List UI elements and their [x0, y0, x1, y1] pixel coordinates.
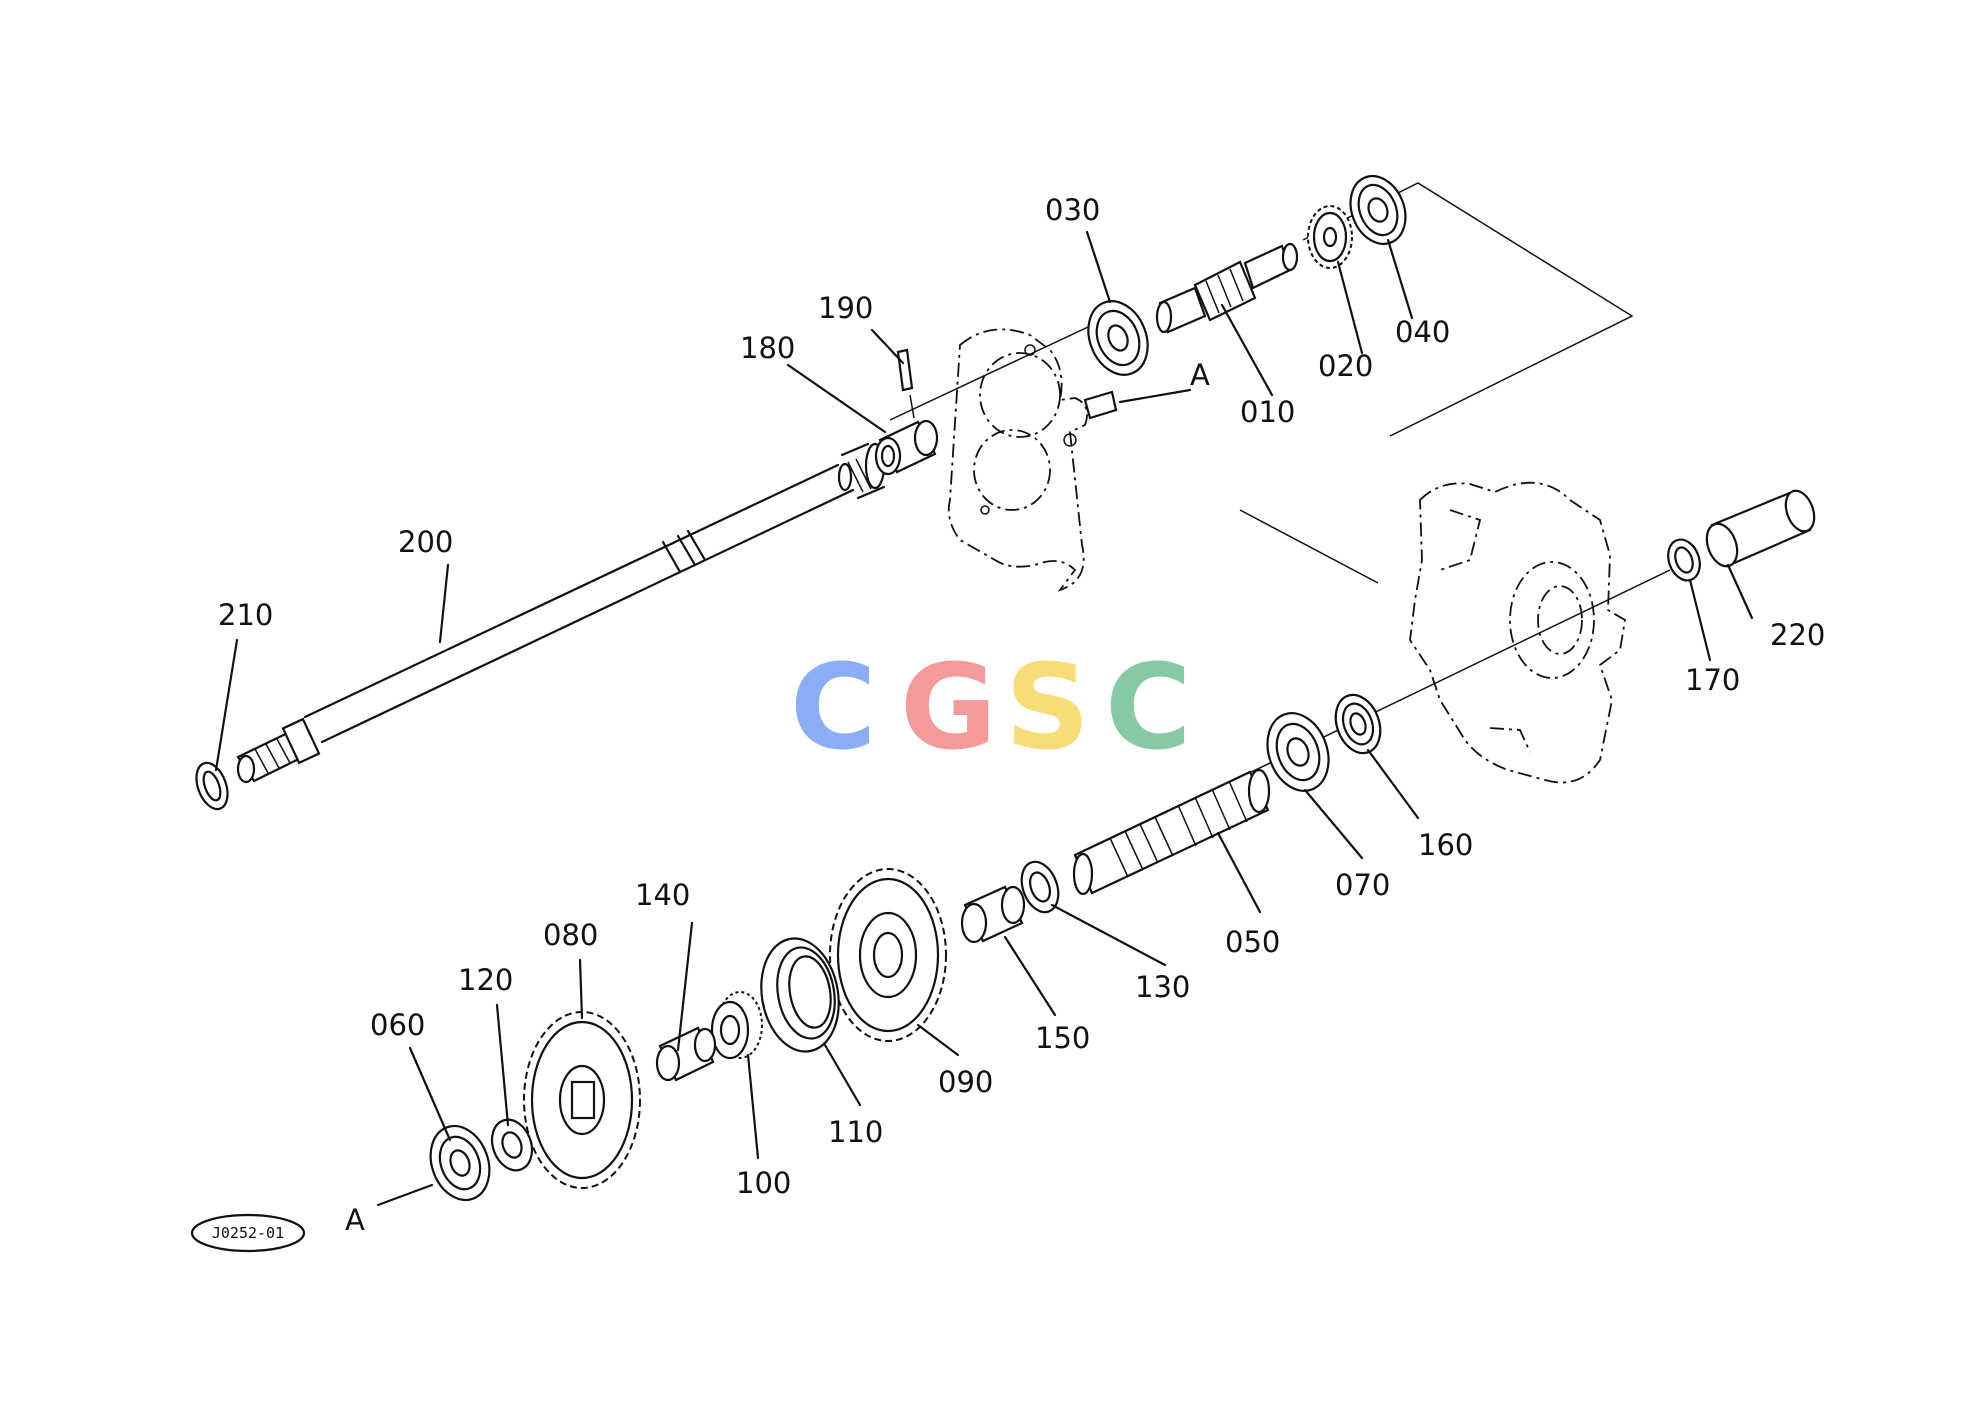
- diagram-code: J0252-01: [212, 1224, 284, 1242]
- bearing-060: [429, 1124, 491, 1202]
- callout-030: 030: [1045, 193, 1100, 227]
- callout-020: 020: [1318, 349, 1373, 383]
- output-shaft-050: [1072, 768, 1271, 896]
- callouts: 030 010 020 040 190 180 200 210 220 170 …: [218, 193, 1825, 1237]
- shaft-200: [236, 442, 886, 784]
- callout-110: 110: [828, 1115, 883, 1149]
- callout-090: 090: [938, 1065, 993, 1099]
- callout-170: 170: [1685, 663, 1740, 697]
- bracket-plate: [947, 328, 1118, 592]
- ring-110: [760, 937, 840, 1053]
- snap-ring-210: [195, 761, 229, 811]
- gear-020: [1307, 205, 1353, 269]
- section-label-lower: A: [345, 1203, 365, 1237]
- bearing-040: [1349, 175, 1407, 245]
- callout-010: 010: [1240, 395, 1295, 429]
- sleeve-220: [1705, 489, 1816, 568]
- callout-220: 220: [1770, 618, 1825, 652]
- callout-150: 150: [1035, 1021, 1090, 1055]
- gear-090: [829, 868, 947, 1042]
- watermark-letter-1: C: [790, 638, 877, 776]
- watermark-letter-2: G: [900, 638, 997, 776]
- callout-060: 060: [370, 1008, 425, 1042]
- callout-140: 140: [635, 878, 690, 912]
- pinion-shaft-010: [1155, 242, 1299, 334]
- washer-130: [1020, 860, 1060, 914]
- seal-170: [1667, 538, 1701, 582]
- hub-100: [710, 991, 763, 1060]
- callout-210: 210: [218, 598, 273, 632]
- callout-130: 130: [1135, 970, 1190, 1004]
- bearing-070: [1266, 712, 1330, 792]
- oil-seal-160: [1334, 693, 1382, 755]
- needle-bearing-140: [655, 1026, 717, 1082]
- gear-080: [523, 1011, 641, 1189]
- transmission-case: [1409, 481, 1626, 784]
- callout-190: 190: [818, 291, 873, 325]
- callout-050: 050: [1225, 925, 1280, 959]
- callout-180: 180: [740, 331, 795, 365]
- watermark-letter-3: S: [1005, 638, 1090, 776]
- callout-120: 120: [458, 963, 513, 997]
- callout-070: 070: [1335, 868, 1390, 902]
- section-label-upper: A: [1190, 358, 1210, 392]
- leader-lines: [214, 230, 1754, 1207]
- callout-040: 040: [1395, 315, 1450, 349]
- collar-150: [960, 885, 1026, 944]
- washer-120: [490, 1118, 534, 1172]
- callout-160: 160: [1418, 828, 1473, 862]
- watermark: C G S C: [790, 638, 1192, 776]
- upper-axis-line: [889, 311, 1121, 421]
- callout-200: 200: [398, 525, 453, 559]
- callout-080: 080: [543, 918, 598, 952]
- diagram-code-badge: J0252-01: [190, 1213, 306, 1253]
- callout-100: 100: [736, 1166, 791, 1200]
- collar-180: [874, 419, 939, 476]
- bearing-030: [1087, 300, 1149, 376]
- reference-plane-lower: [1239, 509, 1379, 584]
- watermark-letter-4: C: [1105, 638, 1192, 776]
- reference-plane-upper: [1302, 182, 1634, 437]
